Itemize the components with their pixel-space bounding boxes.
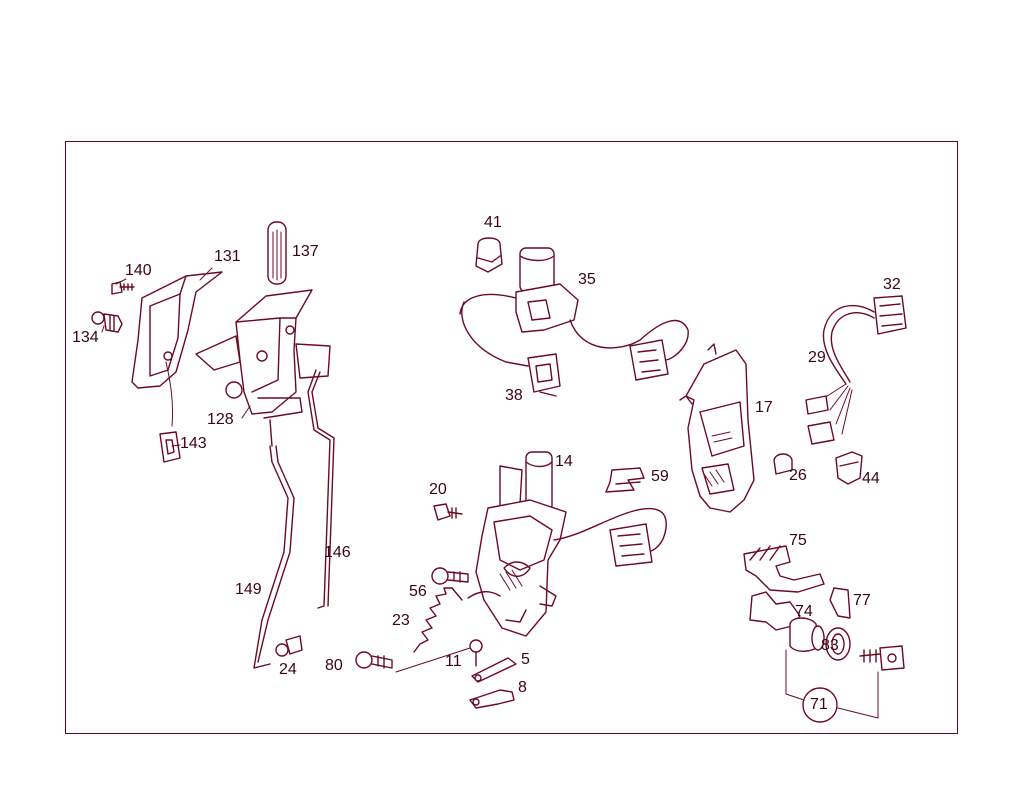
part-14-plug bbox=[609, 523, 653, 567]
callout-74: 74 bbox=[795, 603, 813, 620]
part-71-key bbox=[785, 645, 905, 723]
part-56-bolt bbox=[431, 567, 469, 585]
callout-56: 56 bbox=[409, 583, 427, 600]
callout-128: 128 bbox=[207, 411, 234, 428]
part-44-cover bbox=[835, 451, 863, 485]
part-17-lock bbox=[679, 343, 755, 513]
part-38-connector bbox=[527, 353, 561, 397]
part-5-link bbox=[471, 657, 517, 683]
callout-5: 5 bbox=[521, 651, 530, 668]
callout-59: 59 bbox=[651, 468, 669, 485]
callout-83: 83 bbox=[821, 637, 839, 654]
part-11-screw bbox=[469, 639, 483, 667]
callout-134: 134 bbox=[72, 329, 99, 346]
part-146-rod bbox=[307, 369, 335, 609]
callout-38: 38 bbox=[505, 387, 523, 404]
part-29-harness bbox=[805, 304, 875, 445]
part-32-connector bbox=[873, 295, 907, 335]
part-24-fitting bbox=[275, 635, 303, 657]
part-149-cable bbox=[253, 445, 295, 669]
part-35-plug bbox=[629, 339, 669, 381]
callout-23: 23 bbox=[392, 612, 410, 629]
callout-75: 75 bbox=[789, 532, 807, 549]
part-80-bolt bbox=[355, 647, 471, 673]
part-134-clip bbox=[91, 311, 123, 333]
callout-26: 26 bbox=[789, 467, 807, 484]
part-14-actuator bbox=[475, 451, 667, 637]
part-143-clip bbox=[159, 431, 181, 463]
callout-131: 131 bbox=[214, 248, 241, 265]
callout-leaders bbox=[101, 267, 251, 447]
part-74-cylinder bbox=[749, 591, 825, 652]
callout-32: 32 bbox=[883, 276, 901, 293]
callout-41: 41 bbox=[484, 214, 502, 231]
part-128-housing bbox=[195, 289, 331, 447]
callout-137: 137 bbox=[292, 243, 319, 260]
part-140-screw bbox=[111, 281, 135, 295]
callout-80: 80 bbox=[325, 657, 343, 674]
callout-35: 35 bbox=[578, 271, 596, 288]
callout-17: 17 bbox=[755, 399, 773, 416]
part-20-bolt bbox=[433, 503, 463, 521]
part-77-seal bbox=[829, 587, 851, 619]
callout-20: 20 bbox=[429, 481, 447, 498]
part-137-grip bbox=[267, 221, 287, 285]
callout-146: 146 bbox=[324, 544, 351, 561]
diagram-frame bbox=[65, 141, 958, 734]
part-75-clip bbox=[743, 545, 825, 593]
part-23-spring bbox=[413, 587, 501, 653]
callout-140: 140 bbox=[125, 262, 152, 279]
callout-77: 77 bbox=[853, 592, 871, 609]
part-83-ring bbox=[825, 627, 851, 661]
callout-24: 24 bbox=[279, 661, 297, 678]
callout-11: 11 bbox=[445, 653, 462, 670]
part-131-bracket bbox=[131, 271, 223, 427]
callout-44: 44 bbox=[862, 470, 880, 487]
part-35-actuator bbox=[459, 247, 689, 367]
callout-29: 29 bbox=[808, 349, 826, 366]
callout-71: 71 bbox=[810, 696, 828, 713]
part-26-cap bbox=[773, 453, 793, 475]
part-8-link bbox=[469, 689, 515, 709]
part-59-clip bbox=[605, 467, 645, 493]
callout-8: 8 bbox=[518, 679, 527, 696]
part-41-cap bbox=[475, 237, 503, 273]
callout-14: 14 bbox=[555, 453, 573, 470]
callout-143: 143 bbox=[180, 435, 207, 452]
callout-149: 149 bbox=[235, 581, 262, 598]
